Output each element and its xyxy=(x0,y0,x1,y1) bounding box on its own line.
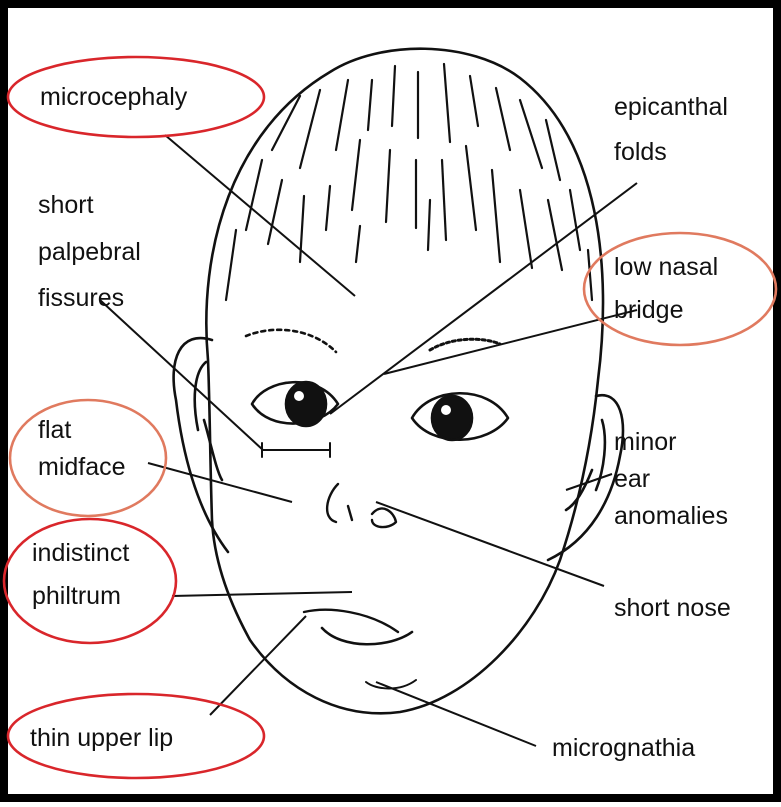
label-flat-midface-line-1: flat xyxy=(38,416,71,444)
label-epicanthal-folds-line-1: epicanthal xyxy=(614,93,728,121)
label-short-palpebral-fissures-line-1: short xyxy=(38,191,94,219)
label-short-nose: short nose xyxy=(614,594,731,622)
label-low-nasal-bridge-line-1: low nasal xyxy=(614,253,718,281)
label-minor-ear-anomalies-line-2: ear xyxy=(614,465,650,493)
label-short-palpebral-fissures-line-3: fissures xyxy=(38,284,124,312)
label-microcephaly: microcephaly xyxy=(40,83,188,111)
frame-border xyxy=(4,4,777,798)
label-indistinct-philtrum-line-1: indistinct xyxy=(32,539,129,567)
label-indistinct-philtrum-line-2: philtrum xyxy=(32,582,121,610)
label-micrognathia: micrognathia xyxy=(552,734,695,762)
label-thin-upper-lip: thin upper lip xyxy=(30,724,173,752)
label-minor-ear-anomalies-line-1: minor xyxy=(614,428,677,456)
label-epicanthal-folds-line-2: folds xyxy=(614,138,667,166)
label-low-nasal-bridge-line-2: bridge xyxy=(614,296,684,324)
label-flat-midface-line-2: midface xyxy=(38,453,126,481)
label-minor-ear-anomalies-line-3: anomalies xyxy=(614,502,728,530)
label-short-palpebral-fissures-line-2: palpebral xyxy=(38,238,141,266)
